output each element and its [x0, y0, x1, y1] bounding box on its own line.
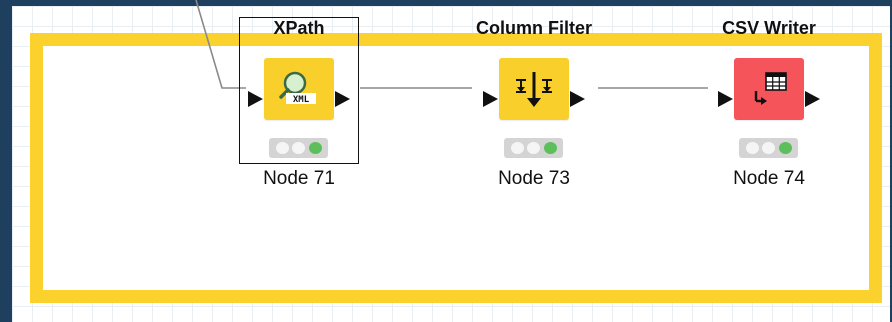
- output-port[interactable]: [805, 91, 820, 107]
- status-light-green: [544, 142, 557, 154]
- node-status-indicator: [504, 138, 563, 158]
- node-column-filter[interactable]: Column Filter Node 73: [459, 18, 609, 189]
- node-label[interactable]: Node 73: [498, 168, 570, 189]
- node-title[interactable]: XPath: [273, 18, 325, 38]
- status-light-red: [746, 142, 759, 154]
- status-light-yellow: [292, 142, 305, 154]
- status-light-yellow: [762, 142, 775, 154]
- node-status-indicator: [269, 138, 328, 158]
- input-port[interactable]: [718, 91, 733, 107]
- output-port[interactable]: [335, 91, 350, 107]
- node-title[interactable]: CSV Writer: [722, 18, 816, 38]
- node-csv-writer[interactable]: CSV Writer Node 74: [694, 18, 844, 189]
- node-title[interactable]: Column Filter: [476, 18, 592, 38]
- csv-writer-table-icon: [754, 72, 787, 105]
- output-port[interactable]: [570, 91, 585, 107]
- node-label[interactable]: Node 74: [733, 168, 805, 189]
- node-71-selection: [239, 17, 359, 164]
- svg-text:XML: XML: [293, 95, 310, 105]
- input-port[interactable]: [248, 91, 263, 107]
- node-label[interactable]: Node 71: [263, 168, 335, 189]
- node-status-indicator: [739, 138, 798, 158]
- node-body[interactable]: XML: [264, 58, 334, 120]
- status-light-yellow: [527, 142, 540, 154]
- node-body[interactable]: [734, 58, 804, 120]
- status-light-green: [779, 142, 792, 154]
- xpath-xml-icon: XML: [279, 71, 316, 105]
- status-light-red: [511, 142, 524, 154]
- status-light-red: [276, 142, 289, 154]
- column-filter-icon: [516, 72, 552, 107]
- node-xpath[interactable]: XPath XML Node 71: [224, 18, 374, 189]
- node-body[interactable]: [499, 58, 569, 120]
- status-light-green: [309, 142, 322, 154]
- input-port[interactable]: [483, 91, 498, 107]
